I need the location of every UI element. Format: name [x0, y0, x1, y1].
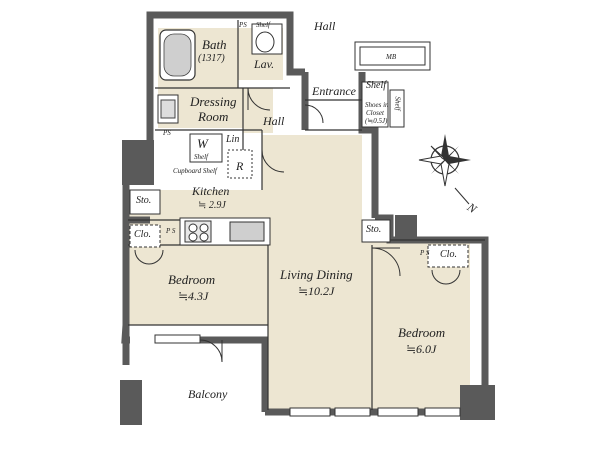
lavatory — [251, 23, 283, 55]
clo-right-label: Clo. — [440, 249, 457, 260]
clo-left-label: Clo. — [134, 229, 151, 240]
bathtub — [159, 29, 196, 81]
cupboard-shelf-label: Cupboard Shelf — [173, 167, 217, 175]
lin-label: Lin — [226, 134, 240, 145]
mb-label: MB — [386, 53, 397, 61]
ps-top-label: PS — [239, 21, 247, 29]
sto-living-label: Sto. — [366, 224, 382, 235]
door-swings — [134, 87, 461, 363]
interior-lines — [128, 20, 485, 410]
windows — [154, 334, 461, 417]
ps-kitchen-label: P S — [166, 227, 176, 235]
living-dining-label: Living Dining — [280, 267, 353, 282]
bath-label: Bath — [202, 37, 227, 52]
bedroom-left-area: ≒4.3J — [178, 289, 209, 303]
kitchen-counter — [179, 217, 271, 246]
kitchen-label: Kitchen — [192, 184, 230, 198]
ps-left-label: PS — [163, 129, 171, 137]
living-dining-area: ≒10.2J — [298, 284, 335, 298]
dressing-sink — [157, 94, 179, 124]
washer-box — [189, 133, 223, 163]
balcony-label: Balcony — [188, 387, 228, 401]
mb-box — [354, 41, 431, 71]
bath-size: (1317) — [198, 53, 225, 64]
ps-right-label: P S — [420, 249, 430, 257]
compass-icon — [418, 134, 471, 205]
kitchen-area: ≒ 2.9J — [198, 200, 226, 211]
hall-label-mid: Hall — [263, 114, 285, 128]
bedroom-left-label: Bedroom — [168, 272, 216, 287]
shoes-closet-line2: Closet — [366, 109, 384, 117]
washer-label: W — [197, 136, 208, 151]
dressing-label-1: Dressing — [190, 94, 237, 109]
shelf-small-label: Shelf — [194, 153, 208, 161]
storage-boxes — [129, 81, 469, 268]
bedroom-right-area: ≒6.0J — [406, 342, 437, 356]
shelf-top-label: Shelf — [256, 21, 270, 29]
lav-label: Lav. — [254, 57, 275, 71]
dressing-label-2: Room — [198, 109, 229, 124]
sto-kitchen-label: Sto. — [136, 195, 152, 206]
shoes-closet-line3: (≒0.5J) — [365, 117, 388, 125]
shelf-entrance-label: Shelf — [366, 80, 386, 91]
fridge-box — [227, 149, 253, 179]
entrance-label: Entrance — [312, 84, 356, 98]
bedroom-right-label: Bedroom — [398, 325, 446, 340]
hall-label-top: Hall — [314, 19, 336, 33]
shelf-vertical-label: Shelf — [393, 96, 402, 111]
shoes-closet-line1: Shoes in — [365, 101, 389, 109]
columns — [120, 140, 495, 425]
fridge-label: R — [236, 159, 244, 173]
